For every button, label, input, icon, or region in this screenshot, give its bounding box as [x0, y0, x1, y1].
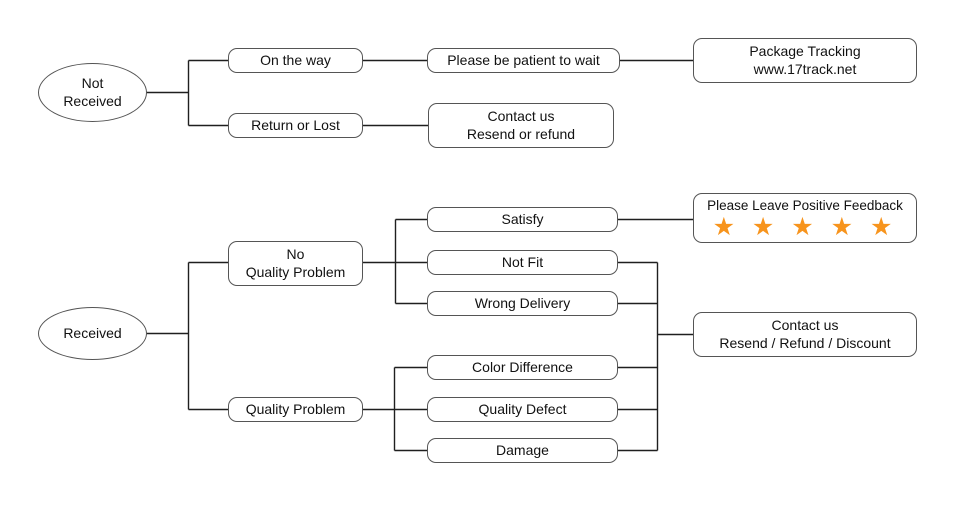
node-damage: Damage [427, 438, 618, 463]
node-received: Received [38, 307, 147, 360]
node-wrong-delivery-label: Wrong Delivery [474, 294, 571, 311]
node-please-be-patient: Please be patient to wait [427, 48, 620, 73]
node-color-difference-label: Color Difference [472, 358, 573, 375]
node-on-the-way: On the way [228, 48, 363, 73]
node-satisfy-label: Satisfy [501, 210, 544, 227]
node-quality-problem: Quality Problem [228, 397, 363, 422]
node-not-fit: Not Fit [427, 250, 618, 275]
node-contact-resend-refund-line2: Resend or refund [466, 125, 576, 142]
node-on-the-way-label: On the way [260, 51, 331, 68]
node-quality-defect-label: Quality Defect [478, 400, 567, 417]
node-no-quality-problem-line2: Quality Problem [245, 263, 346, 280]
node-contact-resend-refund: Contact us Resend or refund [428, 103, 614, 148]
node-return-or-lost-label: Return or Lost [251, 116, 340, 133]
node-no-quality-problem: No Quality Problem [228, 241, 363, 286]
feedback-stars: ★ ★ ★ ★ ★ [712, 213, 898, 242]
node-damage-label: Damage [496, 441, 549, 458]
node-not-received: Not Received [38, 63, 147, 122]
node-return-or-lost: Return or Lost [228, 113, 363, 138]
node-color-difference: Color Difference [427, 355, 618, 380]
node-satisfy: Satisfy [427, 207, 618, 232]
node-package-tracking-line1: Package Tracking [749, 42, 861, 59]
node-positive-feedback-label: Please Leave Positive Feedback [707, 197, 903, 213]
node-quality-defect: Quality Defect [427, 397, 618, 422]
node-not-received-line2: Received [63, 92, 122, 109]
node-contact-discount-line1: Contact us [771, 316, 839, 333]
node-contact-discount: Contact us Resend / Refund / Discount [693, 312, 917, 357]
node-not-received-line1: Not [81, 74, 104, 91]
node-package-tracking-line2: www.17track.net [753, 60, 857, 77]
node-positive-feedback: Please Leave Positive Feedback ★ ★ ★ ★ ★ [693, 193, 917, 243]
node-please-be-patient-label: Please be patient to wait [447, 51, 600, 68]
node-received-label: Received [63, 324, 122, 341]
node-no-quality-problem-line1: No [286, 245, 305, 262]
node-contact-discount-line2: Resend / Refund / Discount [719, 334, 891, 351]
node-not-fit-label: Not Fit [501, 253, 544, 270]
node-contact-resend-refund-line1: Contact us [487, 107, 555, 124]
node-wrong-delivery: Wrong Delivery [427, 291, 618, 316]
node-package-tracking: Package Tracking www.17track.net [693, 38, 917, 83]
node-quality-problem-label: Quality Problem [245, 400, 346, 417]
